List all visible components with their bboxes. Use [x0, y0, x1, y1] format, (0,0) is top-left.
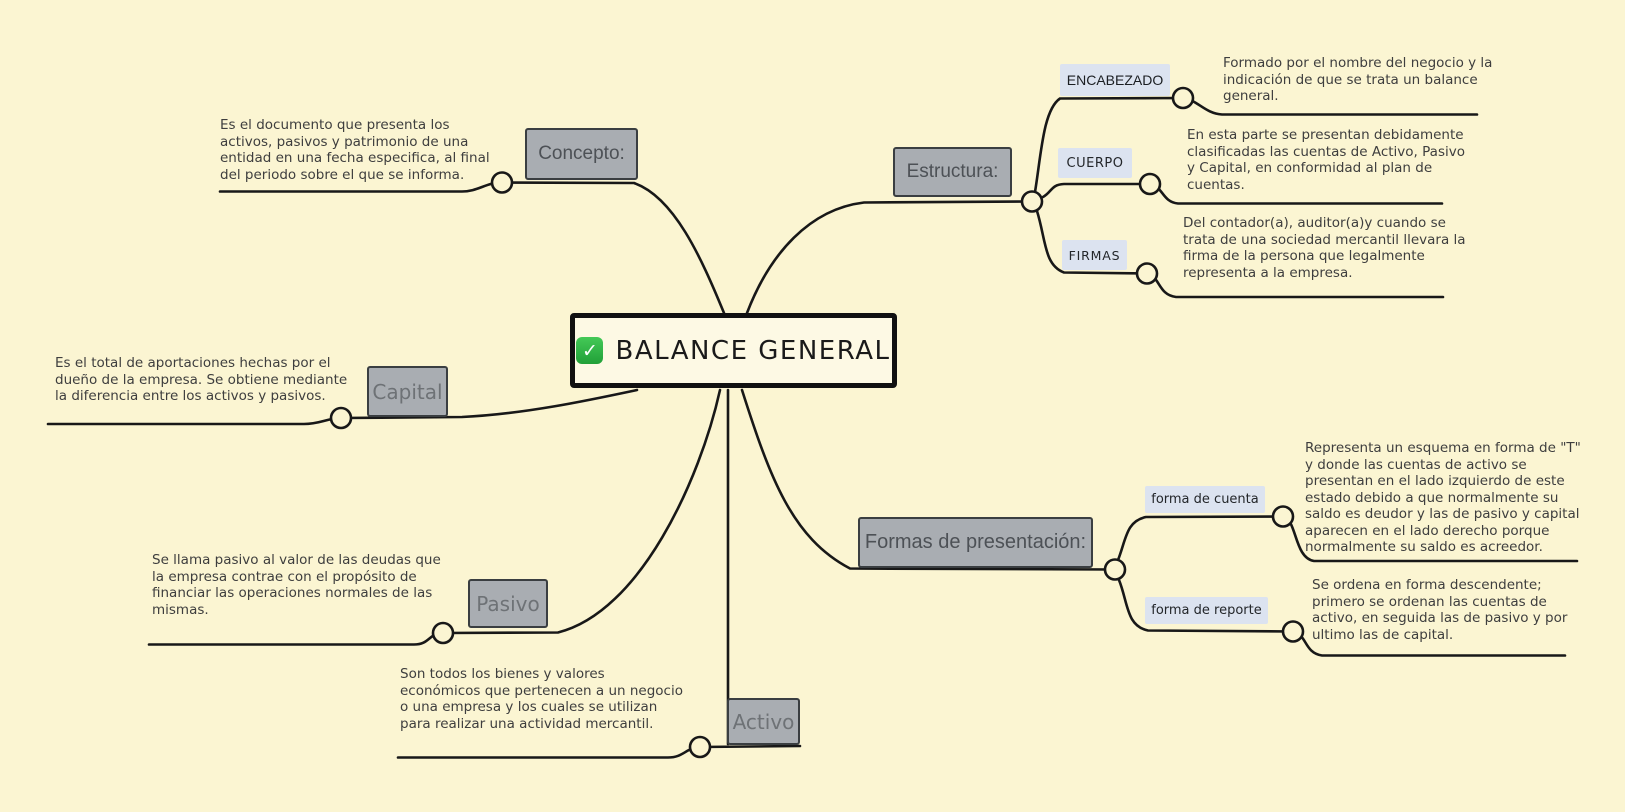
connector-joint — [1281, 620, 1305, 643]
note-encabezado[interactable]: Formado por el nombre del negocio y la i… — [1223, 55, 1493, 104]
node-forma-de-cuenta[interactable]: forma de cuenta — [1145, 486, 1265, 513]
note-pasivo[interactable]: Se llama pasivo al valor de las deudas q… — [152, 552, 441, 618]
node-forma-de-reporte[interactable]: forma de reporte — [1145, 597, 1268, 624]
connector-joint — [1138, 172, 1162, 196]
node-label: Formas de presentación: — [864, 531, 1087, 553]
connector-joint — [1171, 86, 1195, 110]
note-cuerpo[interactable]: En esta parte se presentan debidamente c… — [1187, 127, 1465, 193]
connector-estructura — [745, 200, 1034, 315]
node-label: Activo — [732, 709, 795, 734]
node-label: forma de cuenta — [1151, 492, 1259, 507]
connector-forma-reporte — [1117, 578, 1567, 657]
note-activo[interactable]: Son todos los bienes y valores económico… — [400, 666, 683, 732]
note-forma-de-cuenta[interactable]: Representa un esquema en forma de "T" y … — [1305, 440, 1581, 555]
node-label: forma de reporte — [1151, 603, 1262, 618]
node-label: ENCABEZADO — [1066, 72, 1164, 88]
node-formas-de-presentacion[interactable]: Formas de presentación: — [858, 517, 1093, 568]
node-concepto[interactable]: Concepto: — [525, 128, 638, 180]
connector-joint — [1271, 505, 1295, 528]
root-node-balance-general[interactable]: ✓ BALANCE GENERAL — [570, 313, 897, 388]
node-pasivo[interactable]: Pasivo — [468, 579, 548, 628]
root-label: BALANCE GENERAL — [615, 335, 891, 366]
connector-joint — [1135, 262, 1159, 285]
node-firmas[interactable]: FIRMAS — [1062, 240, 1127, 270]
connector-joint — [1020, 190, 1044, 213]
connector-capital — [46, 388, 639, 426]
node-label: Estructura: — [906, 161, 999, 182]
connector-firmas — [1035, 209, 1445, 299]
connector-joint — [329, 406, 353, 430]
node-cuerpo[interactable]: CUERPO — [1058, 148, 1132, 178]
node-activo[interactable]: Activo — [727, 698, 800, 745]
node-label: FIRMAS — [1068, 247, 1121, 263]
node-label: CUERPO — [1066, 155, 1124, 171]
connector-formas — [740, 388, 1117, 571]
node-label: Pasivo — [476, 591, 540, 616]
connector-concepto — [218, 181, 726, 315]
note-firmas[interactable]: Del contador(a), auditor(a)y cuando se t… — [1183, 215, 1466, 281]
node-label: Capital — [372, 379, 443, 404]
connector-joint — [688, 735, 712, 759]
connector-pasivo — [147, 388, 722, 646]
connector-encabezado — [1033, 96, 1479, 194]
connector-joint — [431, 621, 455, 645]
note-capital[interactable]: Es el total de aportaciones hechas por e… — [55, 355, 348, 404]
node-label: Concepto: — [538, 143, 625, 164]
connector-joint — [490, 171, 514, 194]
connector-joint — [1103, 558, 1127, 581]
note-forma-de-reporte[interactable]: Se ordena en forma descendente; primero … — [1312, 577, 1568, 643]
check-icon: ✓ — [576, 337, 604, 364]
node-estructura[interactable]: Estructura: — [893, 147, 1012, 197]
node-encabezado[interactable]: ENCABEZADO — [1060, 64, 1170, 96]
node-capital[interactable]: Capital — [367, 366, 448, 417]
note-concepto[interactable]: Es el documento que presenta los activos… — [220, 117, 490, 183]
connector-activo-underline — [396, 744, 802, 759]
